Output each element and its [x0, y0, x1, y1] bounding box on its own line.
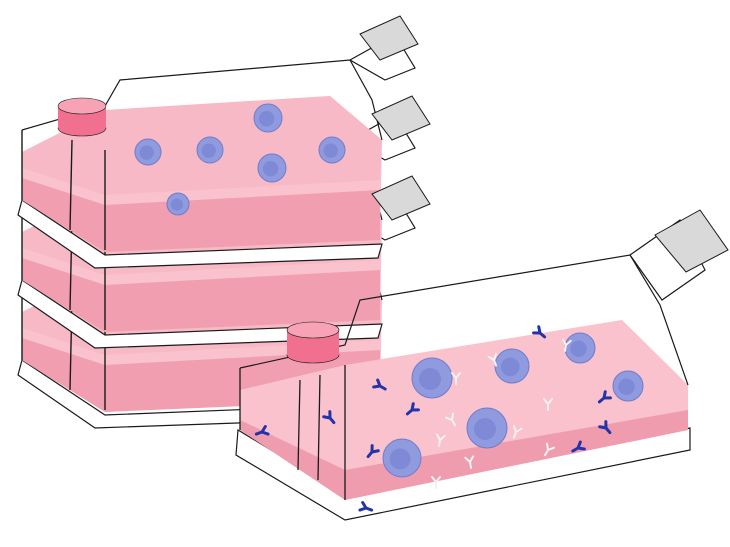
cell-nucleus — [140, 146, 154, 160]
cell-nucleus — [263, 161, 278, 176]
cell-nucleus — [324, 144, 338, 158]
cell — [258, 154, 286, 182]
cell — [135, 139, 161, 165]
cell — [167, 193, 189, 215]
cell — [412, 358, 452, 398]
cell-nucleus — [474, 418, 496, 440]
cap-top — [58, 98, 106, 114]
cell-nucleus — [390, 449, 411, 470]
cell-nucleus — [419, 368, 441, 390]
cell — [495, 349, 529, 383]
cell-nucleus — [171, 199, 183, 211]
cap-top — [287, 322, 339, 338]
cell-nucleus — [618, 379, 635, 396]
cell — [197, 137, 223, 163]
cell-nucleus — [570, 341, 587, 358]
cell — [613, 371, 643, 401]
cell-nucleus — [259, 111, 274, 126]
cell — [467, 408, 507, 448]
cell — [565, 333, 595, 363]
cell-nucleus — [501, 358, 520, 377]
cell — [319, 137, 345, 163]
cell — [383, 439, 421, 477]
cell-nucleus — [202, 144, 216, 158]
cell — [254, 104, 282, 132]
